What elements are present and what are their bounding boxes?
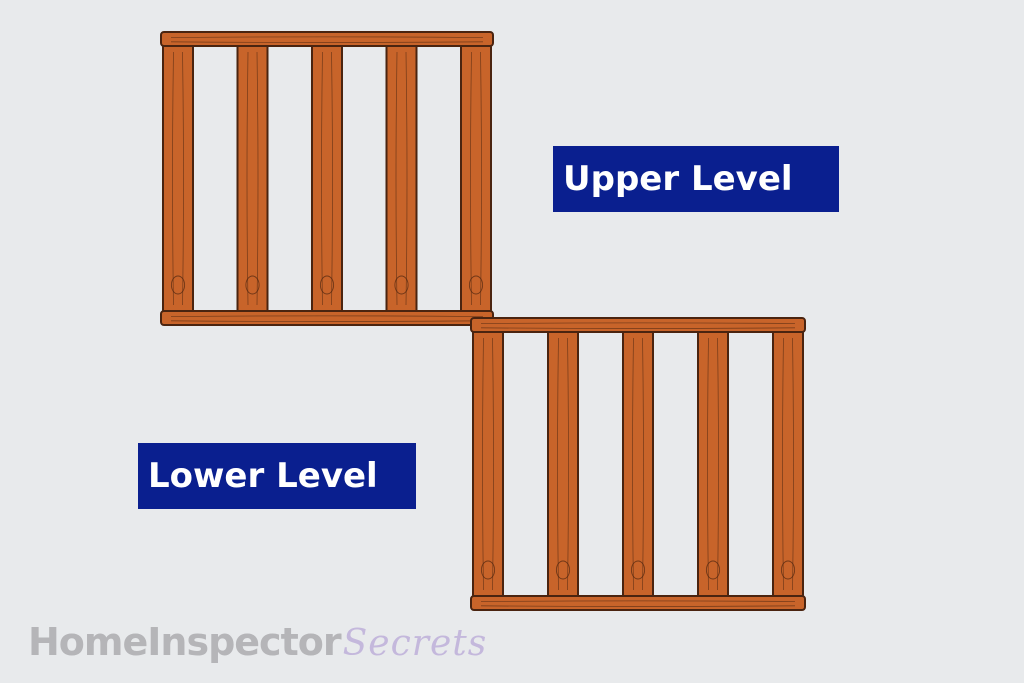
stud: [622, 329, 654, 599]
wood-knot: [245, 275, 260, 295]
wood-grain: [321, 51, 323, 306]
wood-grain: [470, 51, 472, 306]
wood-grain: [492, 337, 494, 591]
logo-wordmark: HomeInspector: [28, 620, 342, 664]
bottom-plate: [470, 595, 806, 611]
stud: [697, 329, 729, 599]
wood-grain: [480, 327, 796, 329]
stud: [547, 329, 579, 599]
wood-knot: [780, 560, 796, 580]
bottom-plate: [160, 310, 494, 326]
stud: [236, 43, 269, 314]
wood-grain: [182, 51, 184, 306]
wood-knot: [394, 275, 409, 295]
wood-knot: [319, 275, 335, 295]
wood-grain: [480, 322, 796, 324]
wood-grain: [480, 600, 796, 602]
stud: [311, 43, 343, 314]
lower-level-label: Lower Level: [138, 443, 416, 509]
wood-grain: [480, 51, 482, 306]
logo-accent: Secrets: [342, 623, 488, 664]
wood-grain: [331, 51, 333, 306]
wood-grain: [170, 41, 484, 43]
wood-grain: [632, 337, 634, 591]
wood-knot: [468, 275, 484, 295]
wood-grain: [482, 337, 484, 591]
wood-grain: [170, 320, 484, 322]
wood-knot: [480, 560, 496, 580]
wood-grain: [567, 337, 569, 591]
wood-grain: [170, 315, 484, 317]
wood-grain: [717, 337, 719, 591]
upper-level-wall-frame: [160, 31, 494, 326]
stud: [472, 329, 504, 599]
wood-knot: [170, 275, 186, 295]
stud: [162, 43, 194, 314]
wood-grain: [170, 36, 484, 38]
wood-grain: [395, 51, 398, 306]
stud: [385, 43, 418, 314]
wood-grain: [782, 337, 784, 591]
stud: [772, 329, 804, 599]
wood-knot: [630, 560, 646, 580]
wood-grain: [557, 337, 559, 591]
wood-grain: [246, 51, 249, 306]
wood-knot: [705, 560, 721, 580]
lower-level-wall-frame: [470, 317, 806, 611]
stud: [460, 43, 492, 314]
wood-knot: [555, 560, 571, 580]
wood-grain: [642, 337, 644, 591]
wood-grain: [405, 51, 408, 306]
wood-grain: [792, 337, 794, 591]
wood-grain: [480, 605, 796, 607]
home-inspector-secrets-logo: HomeInspector Secrets: [28, 620, 487, 670]
top-plate: [470, 317, 806, 333]
wood-grain: [707, 337, 709, 591]
top-plate: [160, 31, 494, 47]
upper-level-label: Upper Level: [553, 146, 839, 212]
wood-grain: [172, 51, 174, 306]
wood-grain: [256, 51, 259, 306]
